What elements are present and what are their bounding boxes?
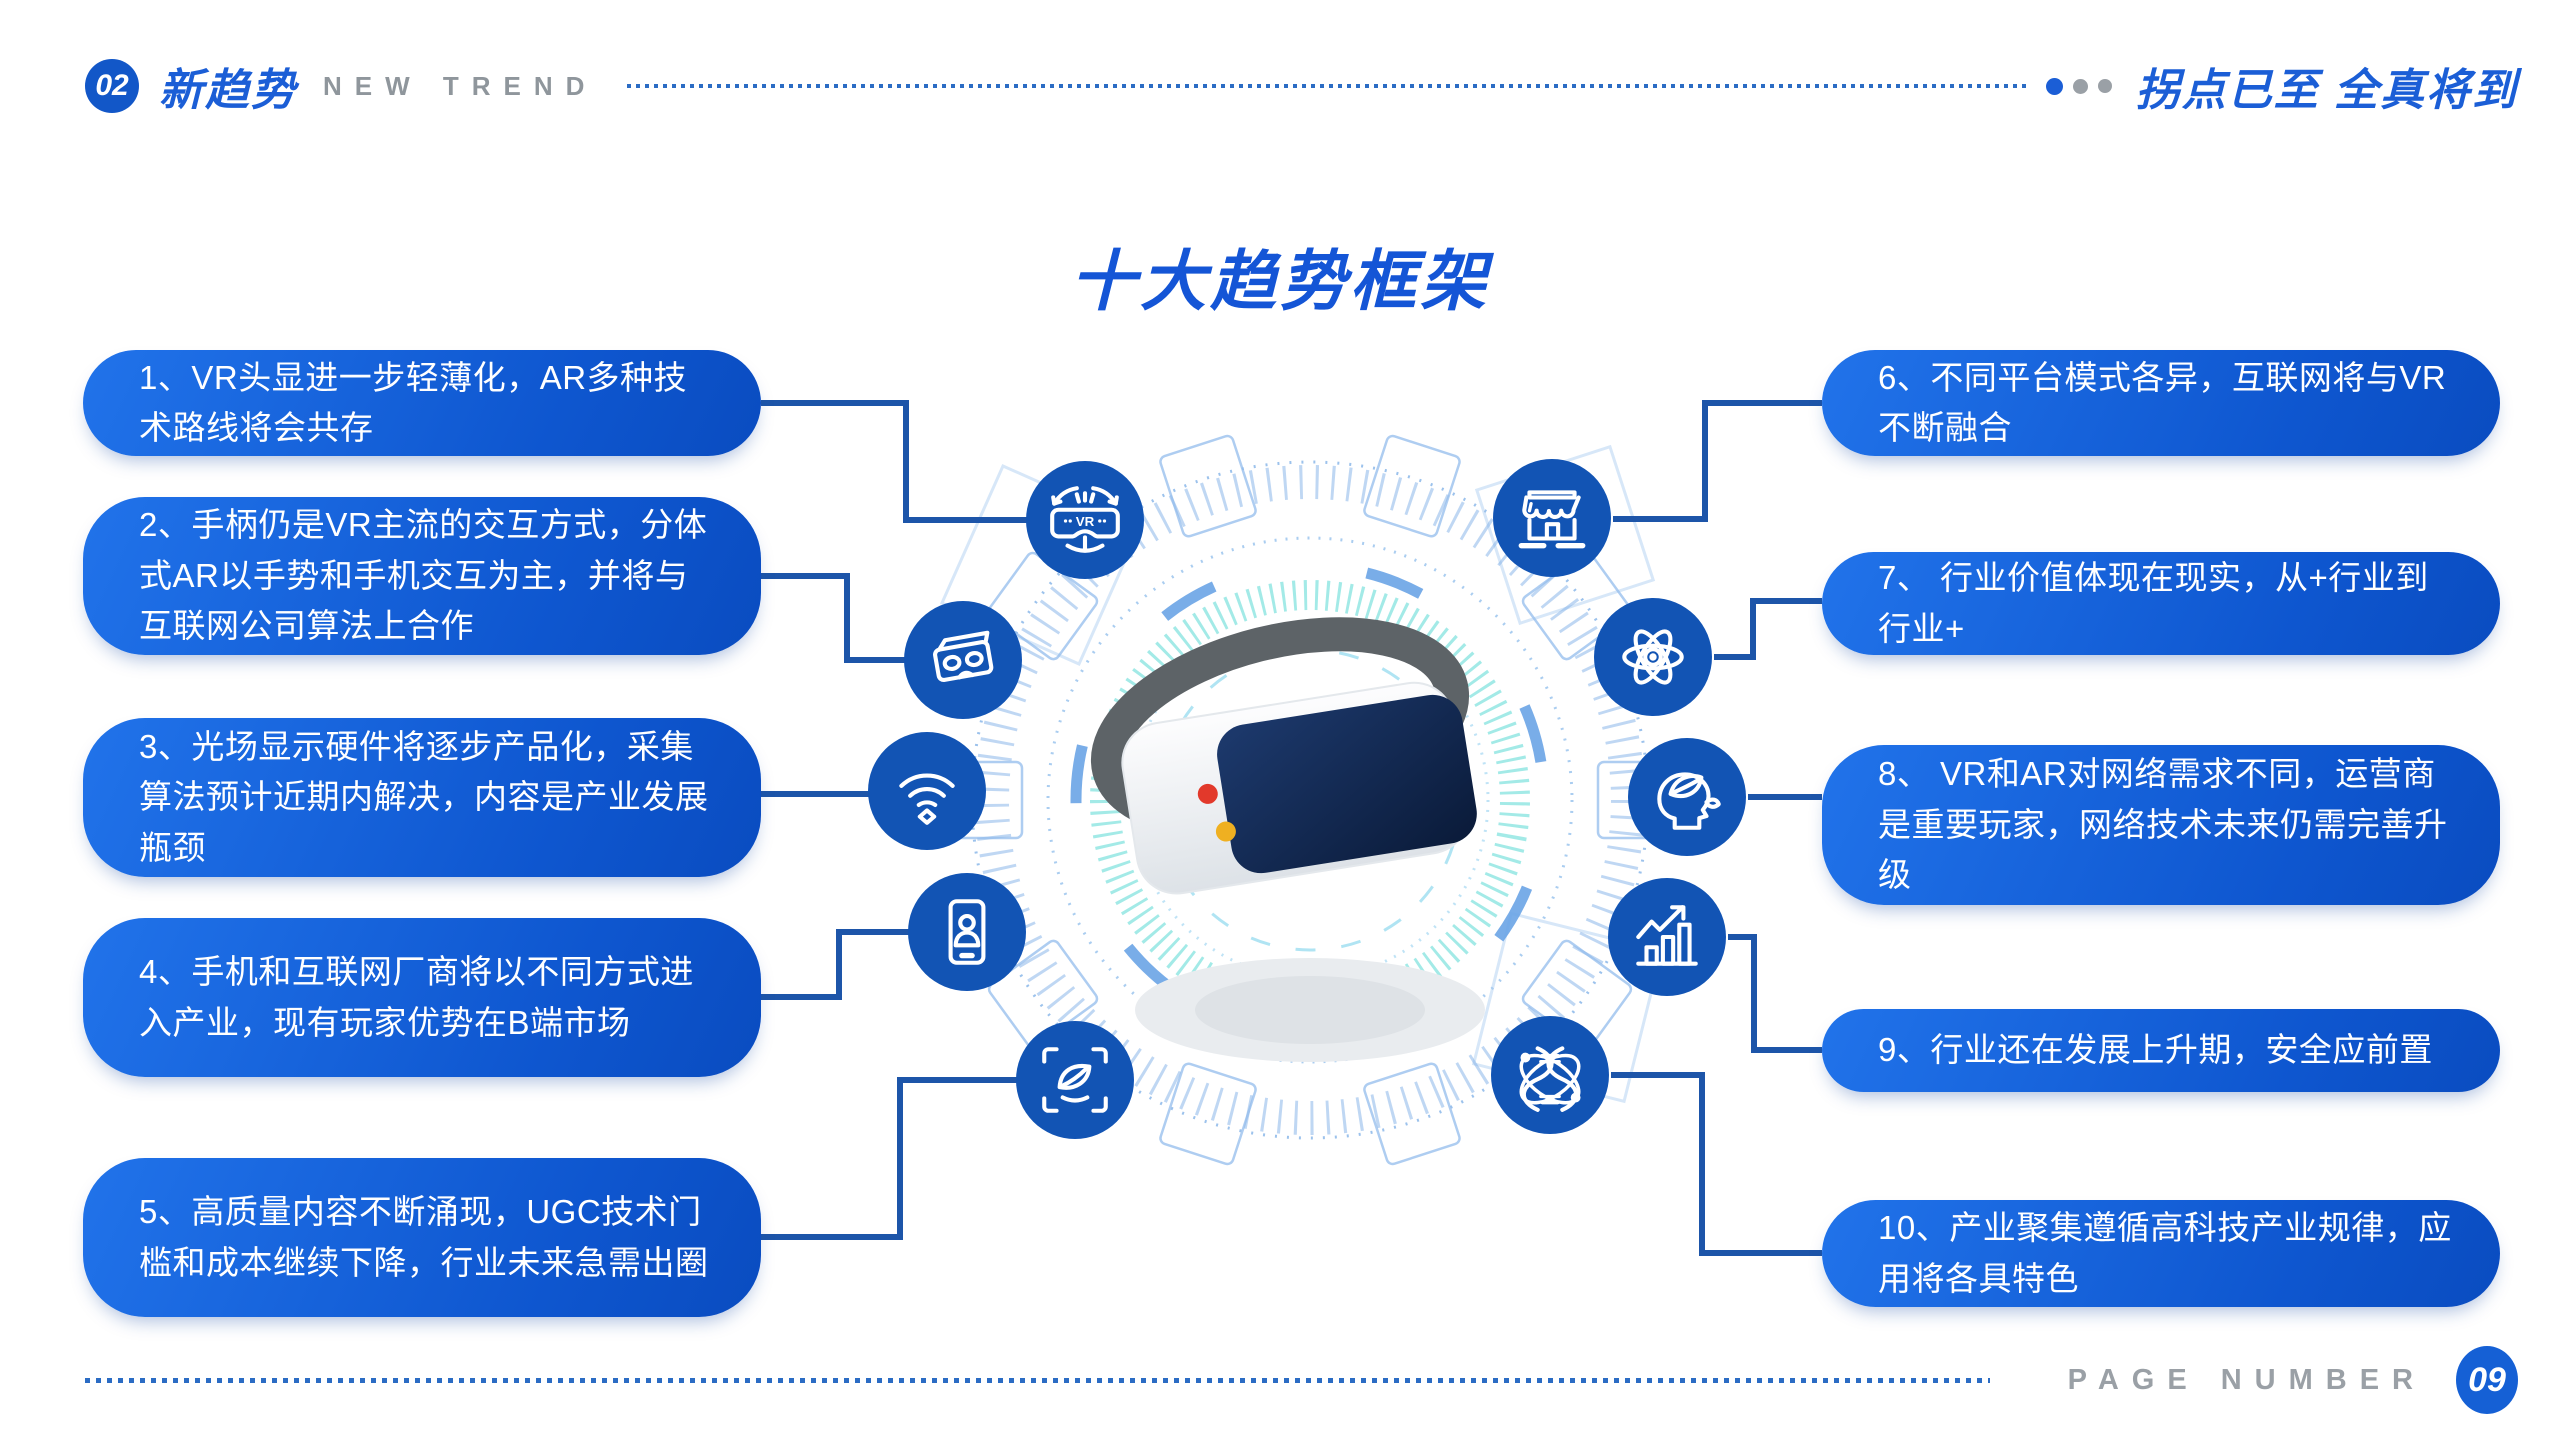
headset-visor xyxy=(1217,694,1477,874)
footer-dotted-line xyxy=(85,1377,1990,1383)
section-title: 新趋势 xyxy=(159,66,297,115)
page-number-badge: 09 xyxy=(2456,1346,2518,1414)
trend-text-4: 4、手机和互联网厂商将以不同方式进入产业，现有玩家优势在B端市场 xyxy=(139,953,694,1041)
trend-text-5: 5、高质量内容不断涌现，UGC技术门槛和成本继续下降，行业未来急需出圈 xyxy=(139,1193,709,1281)
section-number: 02 xyxy=(95,69,129,102)
trend-text-8: 8、 VR和AR对网络需求不同，运营商是重要玩家，网络技术未来仍需完善升级 xyxy=(1878,755,2448,894)
trend-box-7: 7、 行业价值体现在现实，从+行业到行业+ xyxy=(1822,552,2500,655)
cardboard-viewer-icon xyxy=(904,601,1022,719)
dot-gray xyxy=(2072,78,2088,94)
wifi-icon xyxy=(868,732,986,850)
phone-user-icon xyxy=(908,873,1026,991)
mind-leaf-icon xyxy=(1628,738,1746,856)
dot-gray xyxy=(2097,79,2112,93)
footer: PAGE NUMBER 09 xyxy=(85,1344,2518,1416)
trend-box-10: 10、产业聚集遵循高科技产业规律，应用将各具特色 xyxy=(1822,1200,2500,1307)
trend-text-1: 1、VR头显进一步轻薄化，AR多种技术路线将会共存 xyxy=(139,358,688,446)
trend-box-8: 8、 VR和AR对网络需求不同，运营商是重要玩家，网络技术未来仍需完善升级 xyxy=(1822,745,2500,905)
headset-body xyxy=(1121,681,1477,895)
trend-box-1: 1、VR头显进一步轻薄化，AR多种技术路线将会共存 xyxy=(83,350,761,456)
red-indicator-dot xyxy=(1197,783,1218,804)
page-number-label: PAGE NUMBER xyxy=(2067,1363,2426,1396)
atom-icon xyxy=(1594,598,1712,716)
header-dots xyxy=(2045,77,2112,95)
face-scan-icon xyxy=(1016,1021,1134,1139)
header: 02 新趋势 NEW TREND 拐点已至 全真将到 xyxy=(85,52,2518,120)
section-number-badge: 02 xyxy=(85,59,139,113)
section-subtitle: NEW TREND xyxy=(323,70,598,101)
trend-text-2: 2、手柄仍是VR主流的交互方式，分体式AR以手势和手机交互为主，并将与互联网公司… xyxy=(139,506,708,645)
vr-headset-icon: VR xyxy=(1026,461,1144,579)
trend-box-6: 6、不同平台模式各异，互联网将与VR不断融合 xyxy=(1822,350,2500,456)
vr-label: VR xyxy=(1076,514,1095,529)
header-slogan: 拐点已至 全真将到 xyxy=(2135,66,2518,115)
growth-chart-icon xyxy=(1608,878,1726,996)
trend-text-10: 10、产业聚集遵循高科技产业规律，应用将各具特色 xyxy=(1878,1209,2452,1297)
header-dotted-line xyxy=(627,84,2028,88)
trend-box-5: 5、高质量内容不断涌现，UGC技术门槛和成本继续下降，行业未来急需出圈 xyxy=(83,1158,761,1317)
trend-text-3: 3、光场显示硬件将逐步产品化，采集算法预计近期内解决，内容是产业发展瓶颈 xyxy=(139,727,709,866)
dot-blue xyxy=(2045,77,2063,95)
trend-text-7: 7、 行业价值体现在现实，从+行业到行业+ xyxy=(1878,559,2429,647)
yellow-indicator-dot xyxy=(1215,821,1236,842)
trend-box-9: 9、行业还在发展上升期，安全应前置 xyxy=(1822,1009,2500,1092)
page-title: 十大趋势框架 xyxy=(1070,244,1490,318)
page-number: 09 xyxy=(2468,1360,2506,1399)
trend-box-4: 4、手机和互联网厂商将以不同方式进入产业，现有玩家优势在B端市场 xyxy=(83,918,761,1077)
store-icon xyxy=(1493,459,1611,577)
trend-box-2: 2、手柄仍是VR主流的交互方式，分体式AR以手势和手机交互为主，并将与互联网公司… xyxy=(83,497,761,655)
trend-text-9: 9、行业还在发展上升期，安全应前置 xyxy=(1878,1031,2433,1069)
headset-shadow xyxy=(1135,958,1485,1062)
trend-box-3: 3、光场显示硬件将逐步产品化，采集算法预计近期内解决，内容是产业发展瓶颈 xyxy=(83,718,761,877)
dna-icon xyxy=(1491,1016,1609,1134)
trend-text-6: 6、不同平台模式各异，互联网将与VR不断融合 xyxy=(1878,358,2447,446)
